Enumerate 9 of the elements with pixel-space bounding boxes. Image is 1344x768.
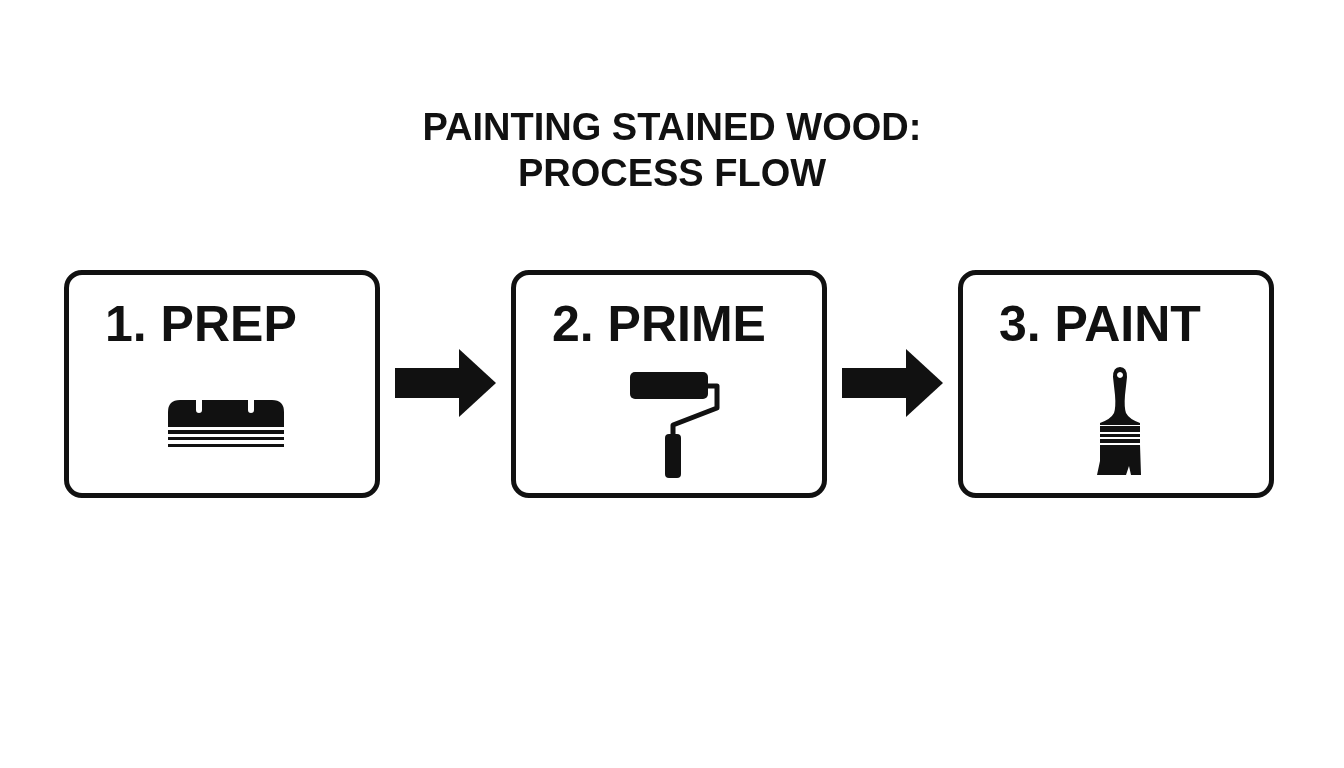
step-box bbox=[64, 270, 380, 498]
step-title: 3. PAINT bbox=[999, 296, 1201, 352]
arrow bbox=[842, 349, 943, 417]
step-box bbox=[511, 270, 827, 498]
arrow bbox=[395, 349, 496, 417]
step-title: 2. PRIME bbox=[552, 296, 766, 352]
step-title: 1. PREP bbox=[105, 296, 297, 352]
step-box bbox=[958, 270, 1274, 498]
diagram-title: PAINTING STAINED WOOD: PROCESS FLOW bbox=[421, 105, 923, 196]
